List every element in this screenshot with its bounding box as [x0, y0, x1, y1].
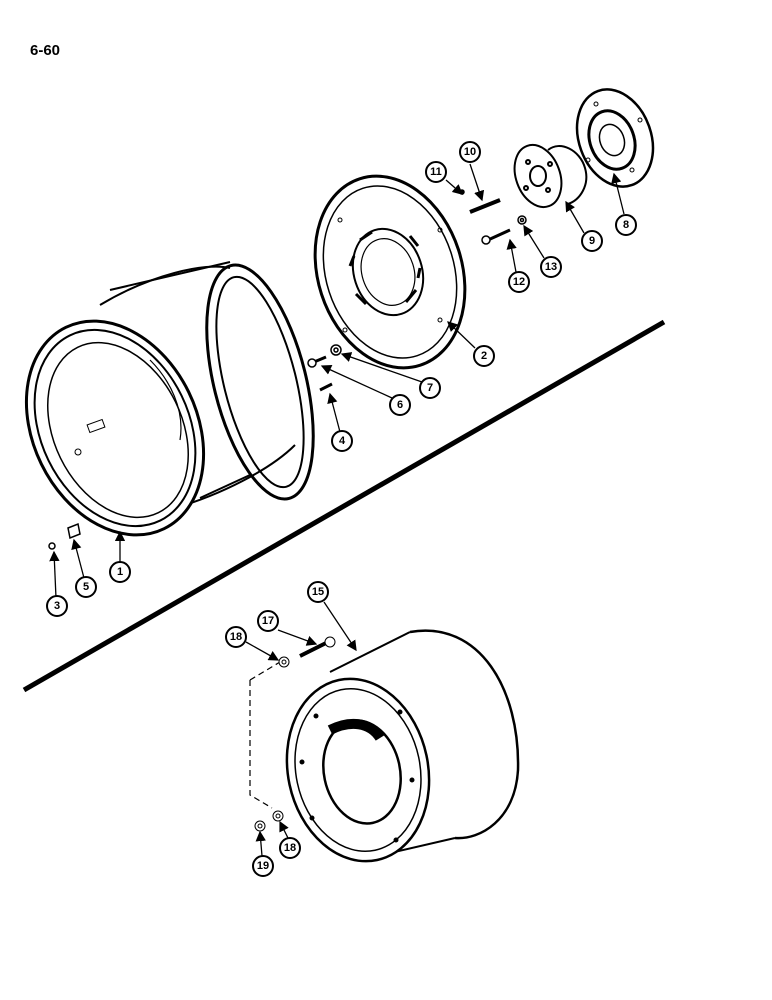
- callout-3: 3: [46, 595, 68, 617]
- svg-text:18: 18: [230, 631, 242, 643]
- callout-17: 17: [257, 610, 279, 632]
- callout-4: 4: [331, 430, 353, 452]
- svg-text:18: 18: [284, 842, 296, 854]
- svg-text:10: 10: [464, 146, 476, 158]
- svg-text:12: 12: [513, 276, 525, 288]
- svg-text:6: 6: [397, 399, 403, 411]
- callout-8: 8: [615, 214, 637, 236]
- callout-6: 6: [389, 394, 411, 416]
- page-number: 6-60: [30, 42, 61, 59]
- svg-text:15: 15: [312, 586, 324, 598]
- svg-text:5: 5: [83, 581, 89, 593]
- callout-15: 15: [307, 581, 329, 603]
- hub-flange: [575, 88, 655, 188]
- center-disc: [313, 174, 467, 370]
- leader-lines: [49, 163, 625, 857]
- svg-text:13: 13: [545, 261, 557, 273]
- callout-19: 19: [252, 855, 274, 877]
- svg-text:3: 3: [54, 600, 60, 612]
- svg-text:11: 11: [430, 166, 442, 178]
- svg-text:9: 9: [589, 235, 595, 247]
- svg-text:8: 8: [623, 219, 629, 231]
- svg-text:1: 1: [117, 566, 123, 578]
- callout-2: 2: [473, 345, 495, 367]
- callout-10: 10: [459, 141, 481, 163]
- section-divider-line: [22, 319, 666, 693]
- hub: [513, 144, 588, 208]
- callout-18-top: 18: [225, 626, 247, 648]
- svg-text:4: 4: [339, 435, 346, 447]
- callout-11: 11: [425, 161, 447, 183]
- callout-13: 13: [540, 256, 562, 278]
- callout-9: 9: [581, 230, 603, 252]
- wheel-rim: [24, 261, 315, 537]
- svg-text:2: 2: [481, 350, 487, 362]
- callout-12: 12: [508, 271, 530, 293]
- callout-18-bottom: 18: [279, 837, 301, 859]
- callout-1: 1: [109, 561, 131, 583]
- svg-text:19: 19: [257, 860, 269, 872]
- callout-5: 5: [75, 576, 97, 598]
- svg-text:7: 7: [427, 382, 433, 394]
- callout-7: 7: [419, 377, 441, 399]
- svg-text:17: 17: [262, 615, 274, 627]
- wheel-weight: [249, 629, 520, 863]
